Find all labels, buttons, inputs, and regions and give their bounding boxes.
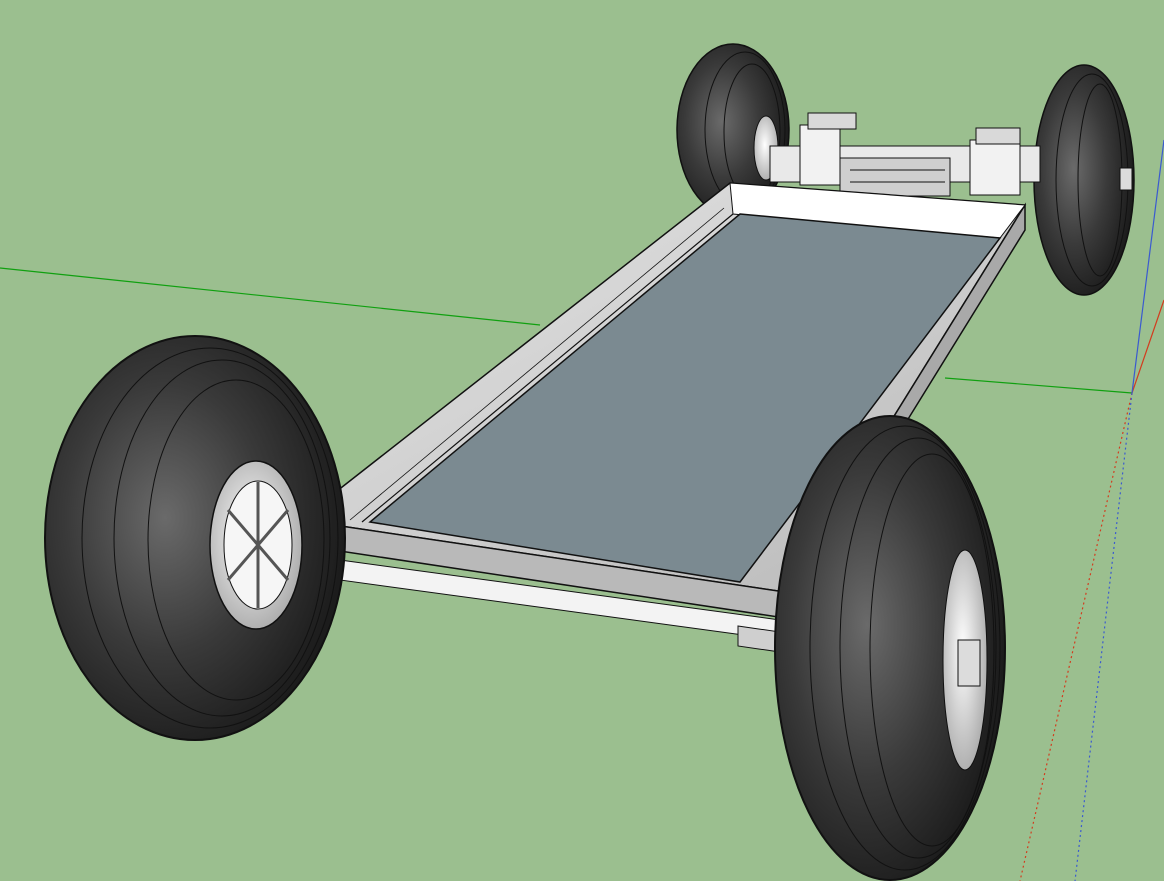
red-axis-dotted xyxy=(1019,392,1133,881)
red-axis xyxy=(1131,299,1164,394)
front-right-wheel[interactable] xyxy=(774,415,1006,881)
back-truck[interactable] xyxy=(769,112,1041,197)
board-deck[interactable] xyxy=(368,213,1002,583)
back-left-wheel[interactable] xyxy=(676,43,790,217)
back-right-wheel[interactable] xyxy=(1033,64,1135,296)
green-axis-left xyxy=(0,267,541,326)
blue-axis-dotted xyxy=(1074,392,1133,881)
front-left-wheel[interactable] xyxy=(44,335,346,741)
green-axis-right xyxy=(944,377,1133,394)
blue-axis xyxy=(1131,139,1164,394)
